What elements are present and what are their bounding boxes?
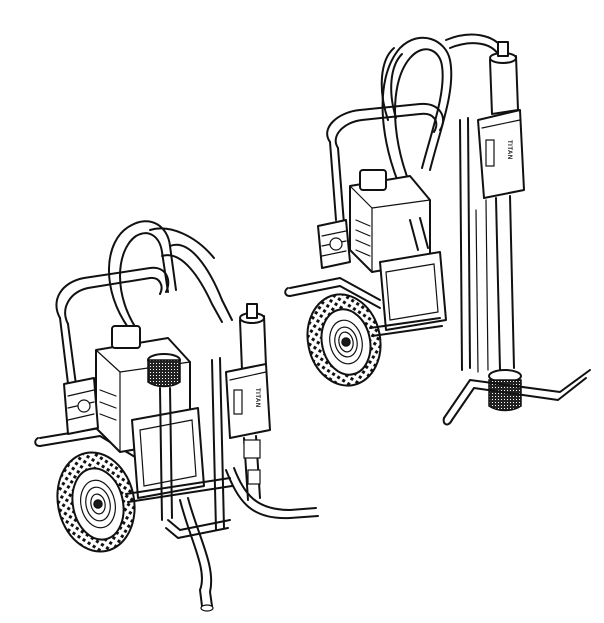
handle-frame — [284, 102, 445, 309]
sprayer-rear-view: TITAN — [284, 33, 591, 426]
return-hose — [179, 467, 319, 612]
wheel — [306, 293, 382, 387]
pump-assembly: TITAN — [211, 303, 271, 531]
engine — [317, 169, 431, 273]
return-hose — [445, 33, 505, 55]
sprayer-front-view: TITAN — [34, 220, 319, 612]
wheel — [56, 451, 136, 553]
pump-assembly: TITAN — [459, 41, 525, 373]
brand-label: TITAN — [506, 140, 512, 160]
hopper-panel — [379, 217, 447, 331]
suction-hose — [108, 220, 233, 335]
suction-hose — [380, 36, 453, 207]
pressure-gauge — [147, 353, 181, 521]
hopper-panel — [131, 407, 205, 499]
brand-label: TITAN — [254, 388, 260, 408]
filter-strainer — [488, 369, 522, 412]
